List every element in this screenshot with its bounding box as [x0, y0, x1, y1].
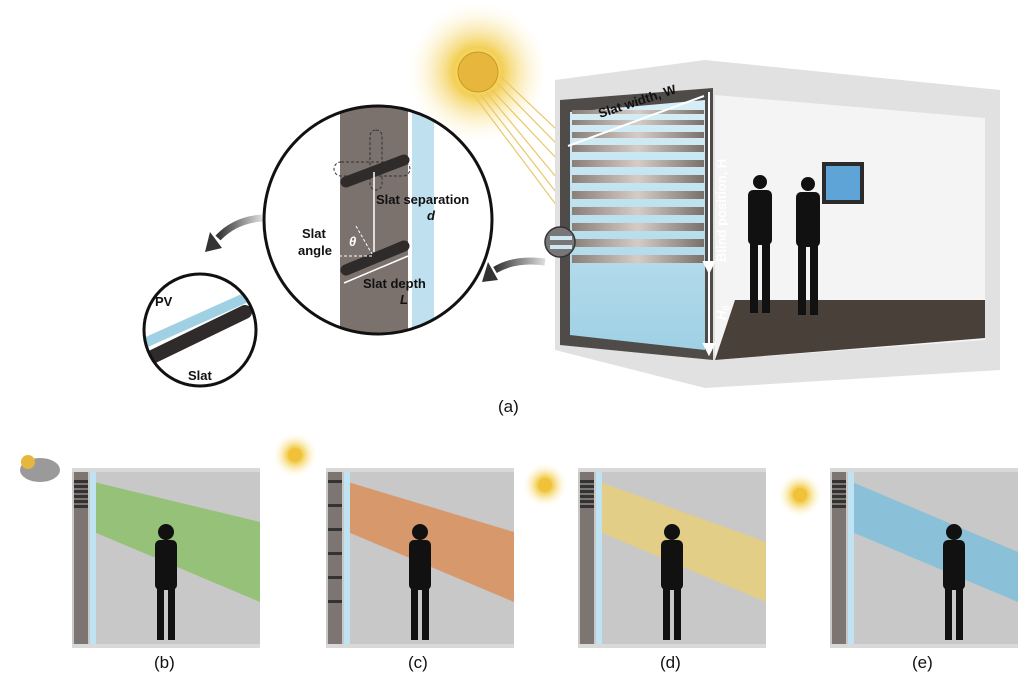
blind-slat: [328, 480, 342, 483]
blind-slat: [74, 490, 88, 493]
slat-angle-label-2: angle: [298, 243, 332, 258]
blind-slats: [572, 110, 704, 263]
panel-a: Slat width, W Blind position, H H0: [142, 2, 1000, 416]
blind-slat: [580, 500, 594, 503]
blind-slat: [832, 485, 846, 488]
slat-detail-circle: PV Slat: [142, 272, 258, 388]
blind-slat: [580, 495, 594, 498]
blind-slat: [328, 528, 342, 531]
sun-icon: [457, 51, 499, 93]
person-silhouette: [158, 524, 174, 540]
curved-arrow-to-slat: [215, 214, 263, 241]
blind-slat: [328, 576, 342, 579]
pv-label: PV: [155, 294, 173, 309]
slat-depth-label: Slat depth: [363, 276, 426, 291]
sunlight-beam: [348, 482, 514, 602]
panel-d: (d): [523, 463, 766, 672]
blind-slat: [832, 490, 846, 493]
blind-slat: [580, 485, 594, 488]
blind-slat: [832, 505, 846, 508]
caption-b: (b): [154, 653, 175, 672]
blind-slat: [74, 500, 88, 503]
window-glass: [90, 472, 96, 644]
slat-separation-symbol: d: [427, 208, 436, 223]
blind-slat: [74, 495, 88, 498]
room-illustration: Slat width, W Blind position, H H0: [544, 60, 1000, 388]
blind-frame: [328, 472, 342, 644]
caption-e: (e): [912, 653, 933, 672]
blind-slat: [580, 490, 594, 493]
blind-slat: [328, 504, 342, 507]
caption-a: (a): [498, 397, 519, 416]
window-glass: [344, 472, 350, 644]
blind-position-label: Blind position, H: [714, 159, 729, 262]
sun-icon: [21, 455, 35, 469]
slat-separation-label: Slat separation: [376, 192, 469, 207]
sunlight-beam: [600, 482, 766, 602]
blind-frame: [74, 472, 88, 644]
slat-label: Slat: [188, 368, 213, 383]
window-glass: [596, 472, 602, 644]
blind-slat: [74, 485, 88, 488]
curved-arrow-to-zoom: [493, 257, 546, 274]
blind-slat: [328, 600, 342, 603]
scenario-panels: (b) (c) (d) (e): [20, 433, 1018, 672]
blind-slat: [328, 552, 342, 555]
sun-icon: [793, 488, 807, 502]
sun-icon: [538, 478, 552, 492]
blind-slat: [580, 480, 594, 483]
h0-label: H0: [714, 306, 731, 320]
people-silhouettes: [748, 175, 820, 315]
window-glass: [848, 472, 854, 644]
caption-c: (c): [408, 653, 428, 672]
blind-slat: [580, 505, 594, 508]
theta-symbol: θ: [349, 234, 356, 249]
slat-width-arrow: [567, 95, 705, 147]
blind-slat: [74, 505, 88, 508]
panel-e: (e): [778, 468, 1018, 672]
blind-frame: [580, 472, 594, 644]
blind-slat: [74, 480, 88, 483]
blind-frame: [832, 472, 846, 644]
magnifier-spot: [544, 226, 576, 258]
sunlight-beam: [94, 482, 260, 602]
slat-angle-label-1: Slat: [302, 226, 327, 241]
sunlight-beam: [852, 482, 1018, 602]
person-silhouette: [664, 524, 680, 540]
blind-slat: [832, 495, 846, 498]
person-silhouette: [412, 524, 428, 540]
panel-c: (c): [273, 433, 514, 672]
blind-slat: [832, 500, 846, 503]
slat-depth-symbol: L: [400, 292, 408, 307]
blind-slat: [832, 480, 846, 483]
person-silhouette: [946, 524, 962, 540]
zoom-circle: Slat separation d Slat angle θ Slat dept…: [262, 104, 494, 336]
sun-icon: [288, 448, 302, 462]
panel-b: (b): [20, 455, 260, 672]
caption-d: (d): [660, 653, 681, 672]
